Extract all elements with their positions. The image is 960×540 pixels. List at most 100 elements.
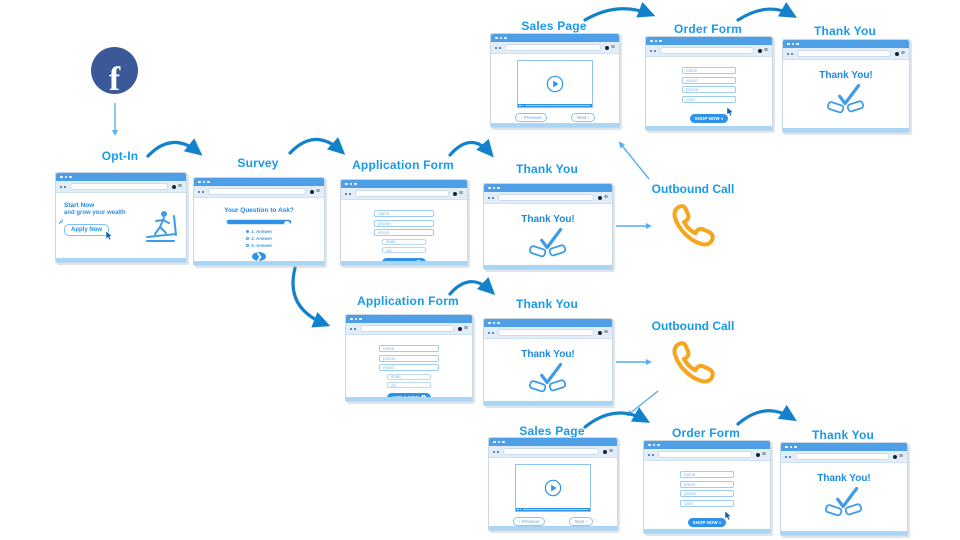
outbound-call-label: Outbound Call [651, 319, 735, 333]
menu-icon: ≡ [763, 47, 768, 54]
record-icon [597, 330, 602, 335]
form-field[interactable]: email [680, 480, 734, 488]
shop-now-button[interactable]: SHOP NOW » [689, 106, 734, 123]
browser-toolbar: ≡ [484, 327, 612, 339]
form-field[interactable]: zip [382, 247, 426, 253]
record-icon [309, 189, 314, 194]
window-thank-you-bottom: ≡ Thank You! [780, 442, 908, 536]
radio-icon [245, 243, 250, 248]
chevron-right-icon: › [420, 394, 427, 397]
apply-now-button[interactable]: Apply Now [58, 219, 113, 241]
form-field[interactable]: phone [379, 354, 439, 362]
window-footer [783, 128, 909, 132]
form-field[interactable]: name [379, 345, 439, 352]
node-title-survey: Survey [237, 156, 279, 170]
handshake-check-icon [529, 227, 567, 258]
menu-icon: ≡ [177, 183, 182, 190]
record-icon [597, 195, 602, 200]
record-icon [602, 449, 607, 454]
window-footer [646, 126, 772, 130]
next-button[interactable]: Next › [570, 113, 595, 122]
next-button[interactable]: Next › [568, 517, 593, 526]
record-icon [757, 48, 762, 53]
url-bar [503, 448, 599, 455]
previous-button[interactable]: ‹ Previous [513, 517, 546, 526]
form-field[interactable]: phone [374, 219, 434, 227]
menu-icon: ≡ [603, 329, 608, 336]
play-icon[interactable] [544, 479, 562, 497]
window-titlebar [56, 173, 186, 181]
menu-icon: ≡ [608, 448, 613, 455]
treadmill-runner-icon [146, 211, 177, 242]
browser-toolbar: ≡ [489, 446, 617, 458]
url-bar [505, 44, 601, 51]
browser-toolbar: ≡ [491, 42, 619, 54]
url-bar [658, 451, 752, 458]
window-titlebar [484, 319, 612, 327]
form-field[interactable]: phone [682, 86, 736, 93]
browser-toolbar: ≡ [346, 323, 472, 335]
form-field[interactable]: state [387, 373, 431, 380]
form-field[interactable]: phone [680, 490, 734, 497]
window-footer [341, 261, 467, 265]
browser-toolbar: ≡ [56, 181, 186, 193]
record-icon [604, 45, 609, 50]
apply-now-button[interactable]: APPLY NOW› [386, 392, 432, 397]
node-title-thank-you: Thank You [515, 297, 579, 311]
window-survey: ≡ Your Question to Ask? 1. Answer 2. Ans… [193, 177, 325, 266]
video-progress-bar[interactable] [518, 103, 592, 107]
record-icon [894, 51, 899, 56]
record-icon [457, 326, 462, 331]
form-field[interactable]: email [682, 76, 736, 84]
window-titlebar [194, 178, 324, 186]
menu-icon: ≡ [315, 188, 320, 195]
window-titlebar [346, 315, 472, 323]
form-field[interactable]: card [680, 499, 734, 507]
form-field[interactable]: card [682, 95, 736, 103]
url-bar [360, 325, 454, 332]
survey-next-button[interactable]: ❯ [252, 252, 266, 261]
node-title-application-form: Application Form [357, 294, 459, 308]
form-field[interactable]: email [374, 229, 434, 236]
survey-progress-bar [226, 219, 292, 227]
chevron-right-icon: › [415, 259, 422, 261]
video-player[interactable] [515, 464, 591, 512]
thank-you-message: Thank You! [521, 349, 575, 360]
node-title-opt-in: Opt-In [101, 149, 139, 163]
node-title-application-form: Application Form [352, 158, 454, 172]
menu-icon: ≡ [603, 194, 608, 201]
survey-option[interactable]: 3. Answer [245, 242, 272, 249]
form-field[interactable]: name [680, 471, 734, 478]
form-field[interactable]: email [379, 364, 439, 371]
survey-option[interactable]: 2. Answer [245, 235, 272, 242]
shop-now-button[interactable]: SHOP NOW » [687, 510, 732, 527]
previous-button[interactable]: ‹ Previous [515, 113, 548, 122]
window-footer [484, 265, 612, 269]
form-field[interactable]: name [682, 67, 736, 74]
node-title-sales-page: Sales Page [519, 424, 585, 438]
form-field[interactable]: name [374, 210, 434, 217]
form-field[interactable]: state [382, 238, 426, 245]
apply-now-button[interactable]: APPLY NOW› [381, 257, 427, 261]
survey-option[interactable]: 1. Answer [245, 228, 272, 235]
progress-knob [284, 221, 290, 227]
browser-toolbar: ≡ [341, 188, 467, 200]
url-bar [795, 453, 889, 460]
window-sales-page-bottom: ≡ ‹ Previous Next › [488, 437, 618, 531]
window-footer [484, 401, 612, 405]
window-titlebar [781, 443, 907, 451]
window-footer [56, 258, 186, 262]
record-icon [452, 191, 457, 196]
video-progress-bar[interactable] [516, 507, 590, 511]
form-field[interactable]: zip [387, 382, 431, 388]
menu-icon: ≡ [898, 453, 903, 460]
play-icon[interactable] [546, 75, 564, 93]
window-titlebar [783, 40, 909, 48]
url-bar [498, 194, 594, 201]
video-player[interactable] [517, 60, 593, 108]
record-icon [171, 184, 176, 189]
window-thank-you-top: ≡ Thank You! [782, 39, 910, 133]
handshake-check-icon [825, 486, 863, 517]
window-titlebar [644, 441, 770, 449]
